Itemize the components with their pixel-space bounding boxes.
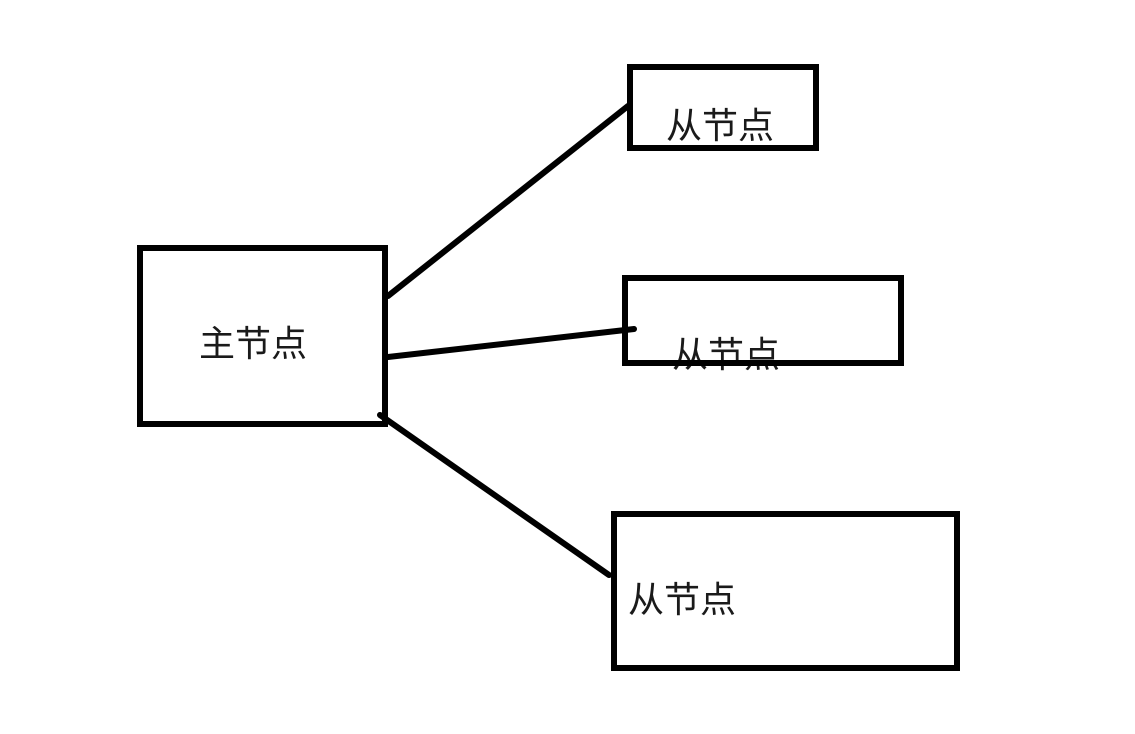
connector-master-slave-2 — [385, 326, 637, 360]
slave-node-3: 从节点 — [611, 511, 960, 671]
connectors — [377, 103, 637, 578]
connector-master-slave-1 — [385, 103, 631, 299]
slave-node-2-box — [622, 275, 904, 366]
slave-node-1-label: 从节点 — [666, 106, 774, 147]
slave-node-3-label: 从节点 — [628, 580, 736, 621]
master-node-box — [137, 245, 388, 427]
connector-master-slave-3 — [377, 412, 612, 578]
master-node-label: 主节点 — [199, 324, 307, 365]
slave-node-2-label: 从节点 — [672, 335, 780, 376]
slave-node-2: 从节点 — [622, 275, 904, 376]
slave-node-1-box — [627, 64, 819, 151]
master-node: 主节点 — [137, 245, 388, 427]
slave-node-1: 从节点 — [627, 64, 819, 151]
slave-node-3-box — [611, 511, 960, 671]
